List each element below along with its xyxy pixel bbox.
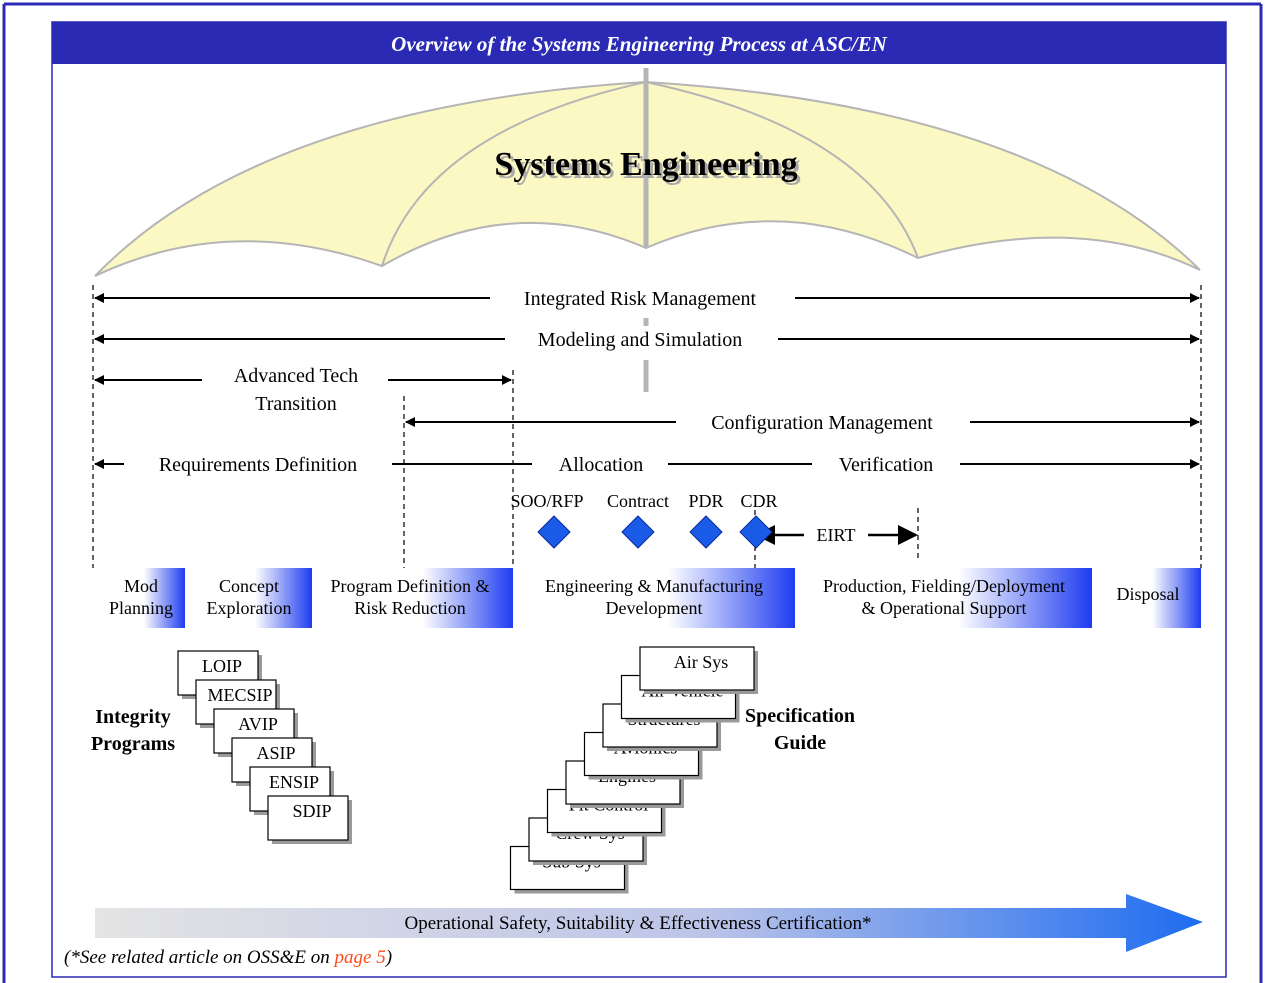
integrity-card-label: SDIP [292, 801, 331, 821]
milestone-label-pdr: PDR [688, 491, 723, 511]
span-labels: Integrated Risk Management Modeling and … [159, 288, 933, 545]
phase-label-2a: Concept [219, 576, 279, 596]
spec-card-0: Air Sys [639, 646, 758, 694]
umbrella-label-shadow: Systems Engineering [497, 149, 800, 186]
alloc-label: Allocation [559, 454, 643, 476]
integrity-card-label: MECSIP [207, 685, 272, 705]
phase-label-1b: Planning [109, 598, 173, 618]
milestone-label-cdr: CDR [740, 491, 777, 511]
page-title: Overview of the Systems Engineering Proc… [391, 32, 887, 56]
integrity-label-1: Integrity [95, 706, 171, 728]
milestone-diamond-contract [621, 515, 655, 549]
phase-label-4b: Development [606, 598, 703, 618]
phase-emd [513, 568, 795, 628]
phase-program-definition [312, 568, 513, 628]
integrity-card-label: LOIP [202, 656, 242, 676]
umbrella [94, 68, 1201, 392]
milestone-diamond-cdr [739, 515, 773, 549]
config-label: Configuration Management [711, 412, 933, 434]
risk-label: Integrated Risk Management [524, 288, 757, 310]
spec-label-1: Specification [745, 705, 855, 727]
integrity-card-3: ASIP [231, 737, 316, 786]
integrity-card-box [267, 795, 349, 841]
integrity-card-label: AVIP [238, 714, 278, 734]
phase-label-5a: Production, Fielding/Deployment [823, 576, 1065, 596]
phase-label-3b: Risk Reduction [354, 598, 466, 618]
eirt-label: EIRT [817, 525, 856, 545]
umbrella-rib-right [645, 81, 919, 259]
modeling-label: Modeling and Simulation [538, 329, 742, 351]
milestone-diamond-soo [537, 515, 571, 549]
spec-card-box [639, 646, 755, 691]
milestone-label-soo: SOO/RFP [510, 491, 583, 511]
integrity-card-5: SDIP [267, 795, 352, 844]
milestone-diamond-pdr [689, 515, 723, 549]
integrity-label-2: Programs [91, 733, 175, 755]
phase-labels: Mod Planning Concept Exploration Program… [109, 576, 1180, 618]
phase-bar [93, 568, 1201, 628]
footnote-page-link[interactable]: page 5 [334, 947, 386, 968]
title-bar [52, 22, 1226, 64]
phase-production [795, 568, 1092, 628]
phase-label-6a: Disposal [1117, 584, 1180, 604]
integrity-stack: LOIP MECSIP AVIP ASIP ENSIP SDIP [177, 650, 352, 844]
milestones: SOO/RFP Contract PDR CDR [510, 491, 778, 549]
verif-label: Verification [839, 454, 933, 476]
footnote: (*See related article on OSS&E on page 5… [64, 947, 392, 969]
advtech-label-2: Transition [255, 393, 337, 415]
phase-label-3a: Program Definition & [331, 576, 490, 596]
certification-label: Operational Safety, Suitability & Effect… [405, 913, 872, 934]
spec-label-2: Guide [774, 732, 826, 754]
phase-label-2b: Exploration [207, 598, 292, 618]
integrity-card-label: ASIP [256, 743, 295, 763]
milestone-label-contract: Contract [607, 491, 669, 511]
footnote-prefix: (*See related article on OSS&E on [64, 947, 335, 968]
phase-disposal [1092, 568, 1201, 628]
umbrella-rib-left [381, 81, 647, 267]
span-arrows [94, 293, 1200, 545]
phase-label-4a: Engineering & Manufacturing [545, 576, 763, 596]
integrity-card-label: ENSIP [269, 772, 319, 792]
umbrella-label: Systems Engineering [494, 146, 797, 183]
footnote-suffix: ) [385, 947, 393, 968]
advtech-label-1: Advanced Tech [234, 365, 358, 387]
phase-mod-planning [93, 568, 185, 628]
phase-concept-exploration [185, 568, 312, 628]
req-label: Requirements Definition [159, 454, 357, 476]
spec-stack: Sub SysCrew SysFlt ControlEnginesAvionic… [509, 646, 758, 894]
spec-card-label: Air Sys [674, 652, 729, 672]
phase-label-1a: Mod [124, 576, 158, 596]
phase-label-5b: & Operational Support [862, 598, 1027, 618]
certification-arrow [95, 894, 1203, 952]
